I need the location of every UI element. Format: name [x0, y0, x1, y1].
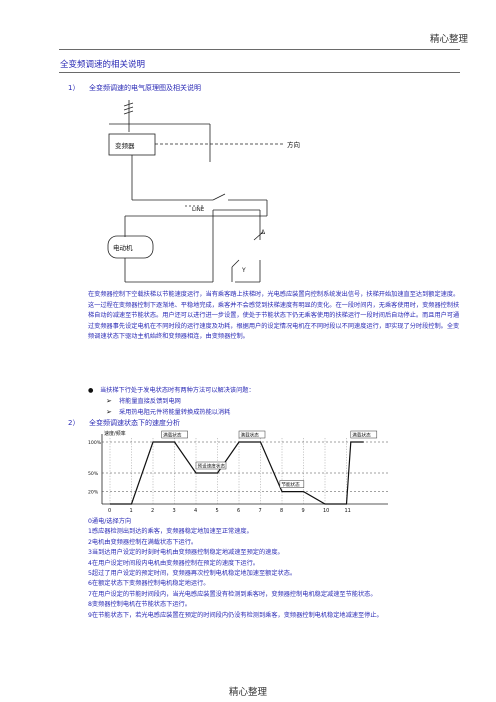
annotation-box	[195, 461, 227, 470]
line-label: LINE	[192, 207, 205, 213]
annotation-label: 预设速度状态	[198, 462, 226, 469]
arrow-marker-icon: ➢	[106, 408, 112, 416]
annotation-label: 满载状态	[163, 431, 182, 438]
vfd-label: 变频器	[115, 141, 135, 150]
sub-bullet: ➢ 采用热电阻元件将能量转换成热能以消耗	[106, 407, 230, 416]
list-item: 8变频器控制电机在节能状态下运行。	[88, 601, 191, 609]
bullet-dot-icon: ●	[88, 387, 94, 394]
y-tick-label: 50%	[88, 471, 99, 477]
x-tick-label: 6	[237, 508, 240, 514]
x-tick-label: 11	[345, 508, 351, 514]
supply-tick-1	[123, 102, 134, 107]
annotation-box	[238, 430, 266, 439]
supply-tick-3	[123, 110, 134, 115]
main-bullet-text: 当扶梯下行处于发电状态时有两种方法可以解决该问题：	[100, 387, 255, 394]
x-tick-label: 4	[194, 508, 197, 514]
annotation-box	[350, 430, 378, 439]
x-tick-label: 1	[130, 508, 133, 514]
annotation-box	[161, 430, 188, 439]
annotation-label: 满载状态	[241, 431, 260, 438]
direction-label: 方向	[287, 140, 300, 149]
state-list: 0通电/选择方向 1感应器检测出到达的乘客，变频器稳定地加速至正常速度。 2电机…	[88, 517, 462, 621]
title-rule	[59, 72, 460, 73]
annotation-label: 满载状态	[352, 431, 371, 438]
motor-box	[107, 235, 154, 259]
list-item: 0通电/选择方向	[88, 518, 132, 525]
annotation-label: 节能状态	[281, 481, 300, 488]
doc-title: 全变频调速的相关说明	[60, 60, 146, 70]
arrow-marker-icon: ➢	[106, 397, 112, 405]
section-2-heading: 2） 全变频调速状态下的速度分析	[68, 418, 180, 428]
x-tick-label: 7	[259, 508, 262, 514]
speed-series-line	[110, 441, 364, 505]
list-item: 3当到达用户设定的时刻时电机由变频器控制稳定地减速至预定的速度。	[88, 549, 284, 557]
delta-switch	[253, 231, 264, 241]
x-tick-label: 2	[151, 508, 154, 514]
motor-label: 电动机	[113, 243, 133, 252]
list-item: 9在节能状态下，若光电感应装置在预定的时间段内仍没有检测到乘客，变频器控制电机稳…	[88, 611, 383, 619]
list-item: 7在用户设定的节能时间段内，当光电感应装置没有检测到乘客时，变频器控制电机稳定减…	[88, 590, 377, 598]
annotation-box	[279, 480, 305, 488]
list-item: 4在用户设定时间段内电机由变频器控制在预定的速度下运行。	[88, 559, 259, 567]
sub-bullet-text: 将能量直接反馈到电网	[119, 398, 181, 405]
y-label: Y	[241, 267, 246, 274]
header-label: 精心整理	[429, 34, 468, 45]
section-1-heading: 1） 全变频调速的电气原理图及相关说明	[68, 83, 201, 93]
sub-bullet-text: 采用热电阻元件将能量转换成热能以消耗	[119, 409, 231, 416]
list-item: 5超过了用户设定的预定时间，变频器再次控制电机稳定地加速至额定状态。	[88, 570, 297, 578]
section-2-title: 全变频调速状态下的速度分析	[89, 419, 180, 427]
supply-tick-2	[123, 106, 134, 111]
sub-bullet: ➢ 将能量直接反馈到电网	[106, 396, 181, 405]
electrical-diagram: 变频器 方向 LINE 电动机 Δ Y	[107, 100, 300, 283]
list-item: 6在额定状态下变频器控制电机稳定地运行。	[88, 580, 210, 588]
section-2-number: 2）	[68, 419, 80, 427]
description-paragraph: 在变频器控制下空载扶梯以节能速度运行，当有乘客踏上扶梯时，光电感应装置向控制系统…	[88, 291, 460, 341]
list-item: 2电机由变频器控制在满载状态下运行。	[88, 538, 198, 546]
x-tick-label: 0	[108, 508, 111, 514]
x-tick-label: 9	[302, 508, 305, 514]
section-1-number: 1）	[68, 84, 80, 92]
y-axis-label: 速度/频率	[104, 430, 126, 437]
delta-label: Δ	[261, 229, 266, 236]
section-1-title: 全变频调速的电气原理图及相关说明	[89, 84, 201, 92]
x-tick-label: 5	[216, 508, 219, 514]
y-tick-label: 100%	[88, 440, 102, 446]
x-tick-label: 3	[173, 508, 176, 514]
y-tick-label: 20%	[88, 490, 99, 496]
list-item: 1感应器检测出到达的乘客，变频器稳定地加速至正常速度。	[88, 528, 253, 536]
x-tick-label: 10	[323, 508, 329, 514]
header-rule	[59, 49, 460, 50]
footer-label: 精心整理	[228, 687, 267, 698]
y-switch	[231, 259, 240, 268]
main-bullet: ● 当扶梯下行处于发电状态时有两种方法可以解决该问题：	[88, 385, 255, 394]
x-tick-label: 8	[280, 508, 283, 514]
line-switch	[212, 193, 226, 201]
